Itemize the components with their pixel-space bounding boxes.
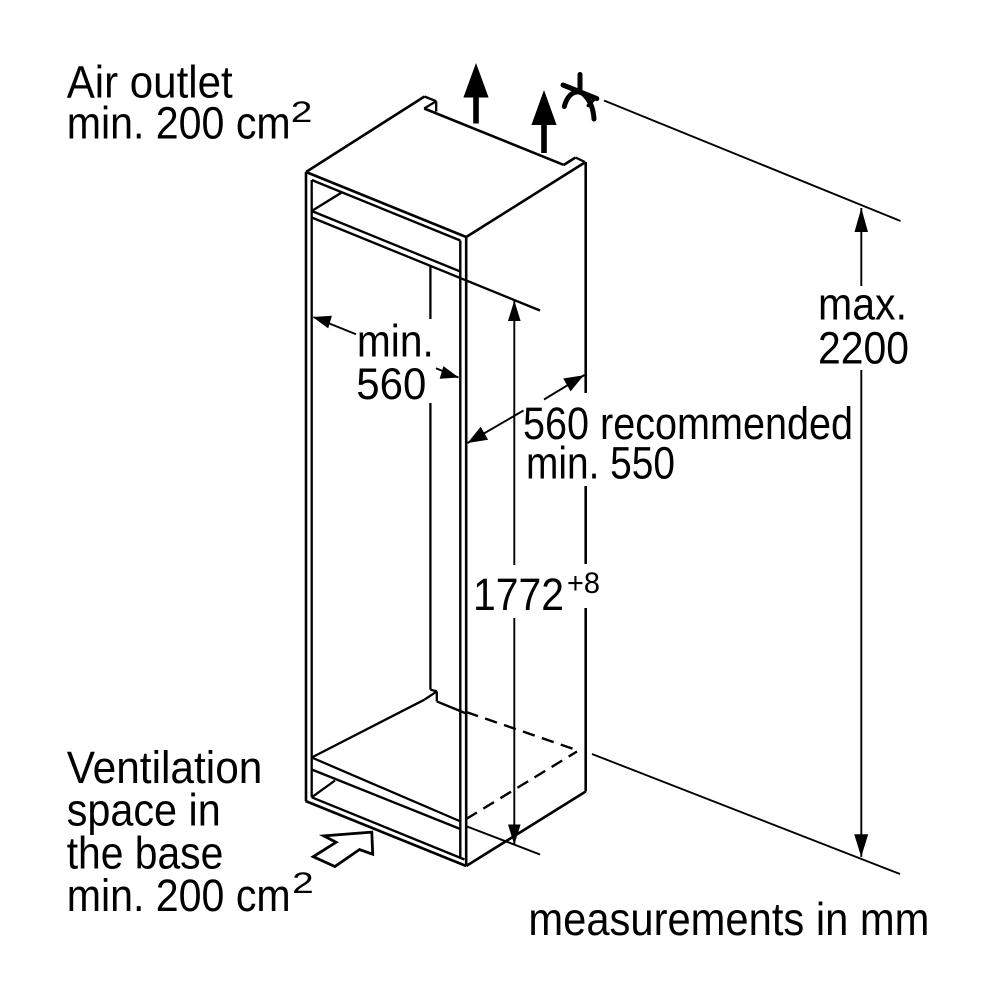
svg-text:+8: +8: [567, 567, 600, 600]
svg-text:max.: max.: [818, 279, 907, 330]
svg-text:min. 200 cm: min. 200 cm: [67, 870, 291, 921]
svg-text:2: 2: [291, 96, 313, 129]
svg-text:Ventilation: Ventilation: [67, 742, 263, 793]
svg-text:min.: min.: [357, 315, 434, 366]
svg-text:2: 2: [292, 867, 314, 900]
svg-text:min. 200 cm: min. 200 cm: [67, 97, 291, 148]
svg-text:2200: 2200: [818, 323, 909, 374]
svg-text:560 recommended: 560 recommended: [523, 398, 853, 449]
svg-text:min. 550: min. 550: [526, 438, 675, 489]
svg-text:measurements in mm: measurements in mm: [528, 893, 929, 945]
svg-text:Air outlet: Air outlet: [67, 57, 233, 108]
svg-text:space in: space in: [67, 785, 221, 836]
svg-text:the base: the base: [67, 827, 224, 878]
svg-text:1772: 1772: [473, 569, 564, 620]
svg-text:560: 560: [356, 360, 426, 409]
